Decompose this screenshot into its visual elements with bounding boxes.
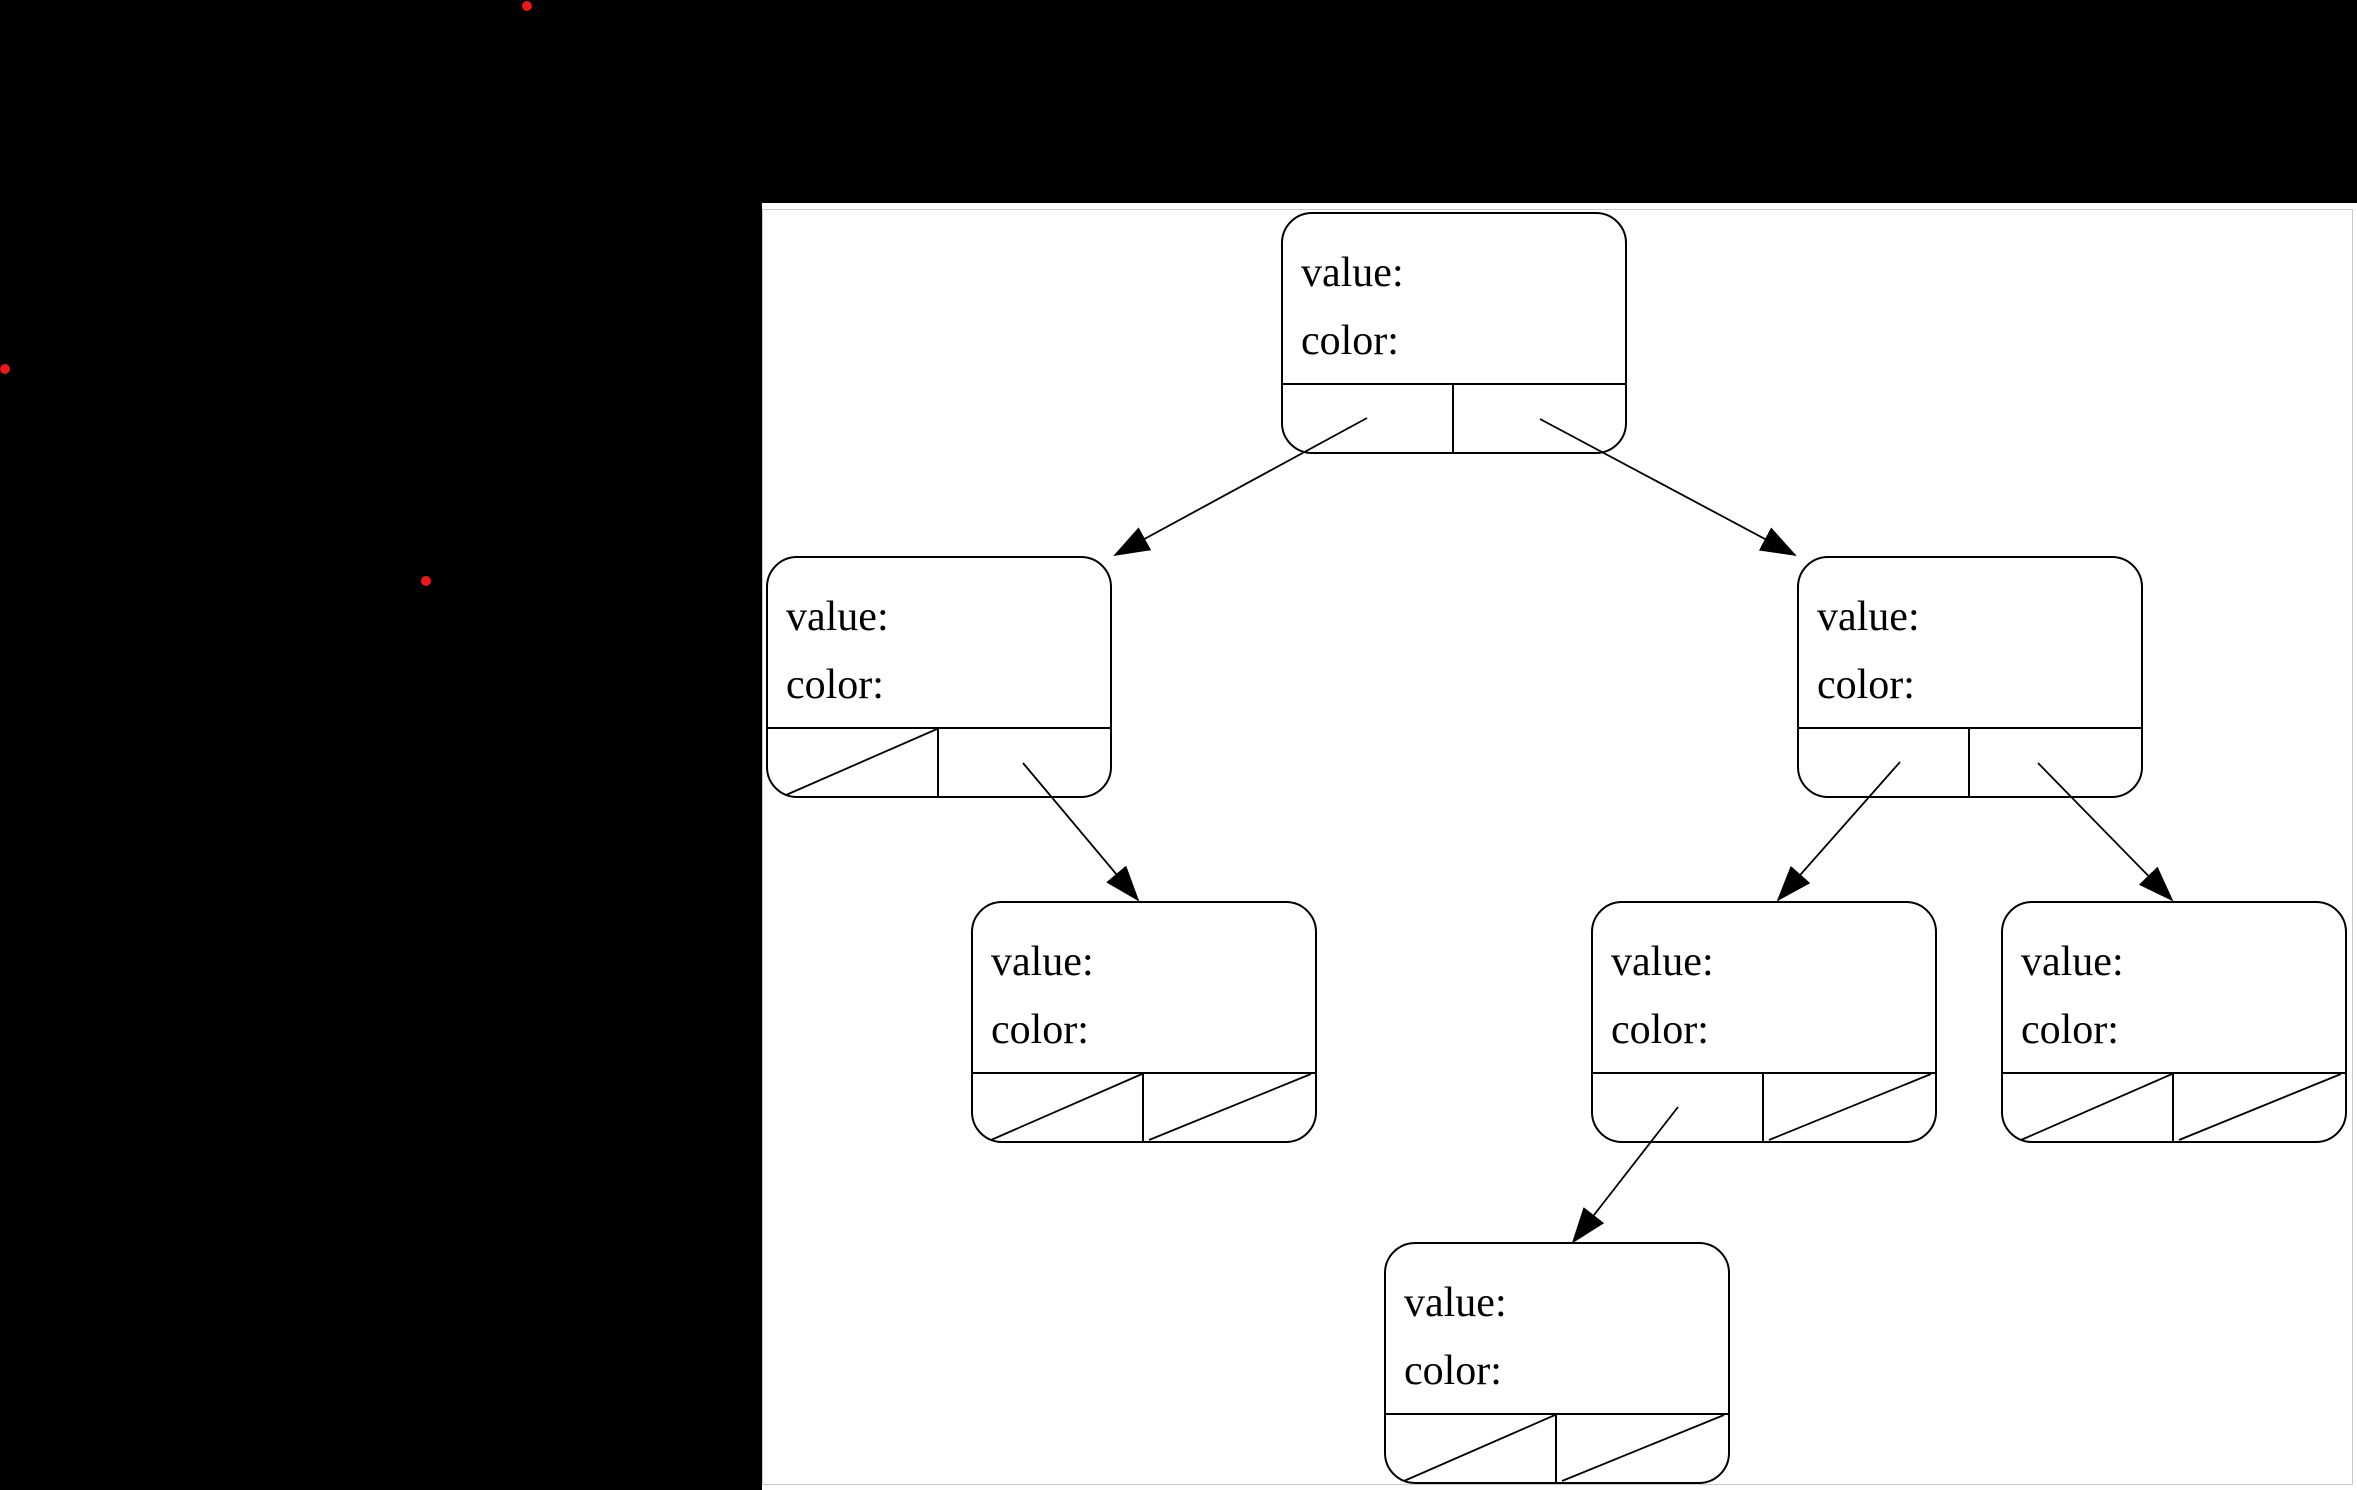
node-color-label: color:	[1817, 662, 1915, 708]
pointer-arrow-root-right	[1539, 418, 1797, 556]
node-value-label: value:	[786, 594, 889, 640]
null-pointer-slash-right	[2178, 1073, 2342, 1141]
node-value-label: value:	[2021, 939, 2124, 985]
pointer-arrow-left-child-right	[1022, 762, 1140, 902]
node-color-label: color:	[1301, 318, 1399, 364]
node-value-label: value:	[1301, 250, 1404, 296]
null-pointer-slash-right	[1148, 1073, 1312, 1141]
tree-node-right-left-left-child: value: color:	[1384, 1242, 1730, 1484]
red-marker-dot-3	[421, 576, 431, 586]
node-value-label: value:	[1404, 1280, 1507, 1326]
node-color-label: color:	[1611, 1007, 1709, 1053]
tree-node-right-child: value: color:	[1797, 556, 2143, 798]
null-pointer-slash-right	[1768, 1073, 1932, 1141]
node-value-label: value:	[1817, 594, 1920, 640]
node-color-label: color:	[786, 662, 884, 708]
panel-border	[762, 209, 2353, 1485]
null-pointer-slash-left	[785, 728, 938, 796]
pointer-arrow-right-child-left	[1776, 761, 1901, 902]
pointer-arrow-root-left	[1113, 417, 1368, 556]
tree-node-right-right-child: value: color:	[2001, 901, 2347, 1143]
node-value-label: value:	[991, 939, 1094, 985]
null-pointer-slash-right	[1561, 1414, 1725, 1482]
null-pointer-slash-left	[990, 1073, 1143, 1141]
node-color-label: color:	[2021, 1007, 2119, 1053]
tree-node-right-left-child: value: color:	[1591, 901, 1937, 1143]
pointer-arrow-right-child-right	[2037, 762, 2174, 902]
node-color-label: color:	[991, 1007, 1089, 1053]
node-color-label: color:	[1404, 1348, 1502, 1394]
red-marker-dot-1	[522, 1, 532, 11]
null-pointer-slash-left	[1403, 1414, 1556, 1482]
tree-node-root: value: color:	[1281, 212, 1627, 454]
tree-node-left-right-child: value: color:	[971, 901, 1317, 1143]
node-value-label: value:	[1611, 939, 1714, 985]
pointer-arrow-right-left-child-left	[1571, 1106, 1679, 1244]
red-marker-dot-2	[0, 364, 10, 374]
null-pointer-slash-left	[2020, 1073, 2173, 1141]
tree-node-left-child: value: color:	[766, 556, 1112, 798]
